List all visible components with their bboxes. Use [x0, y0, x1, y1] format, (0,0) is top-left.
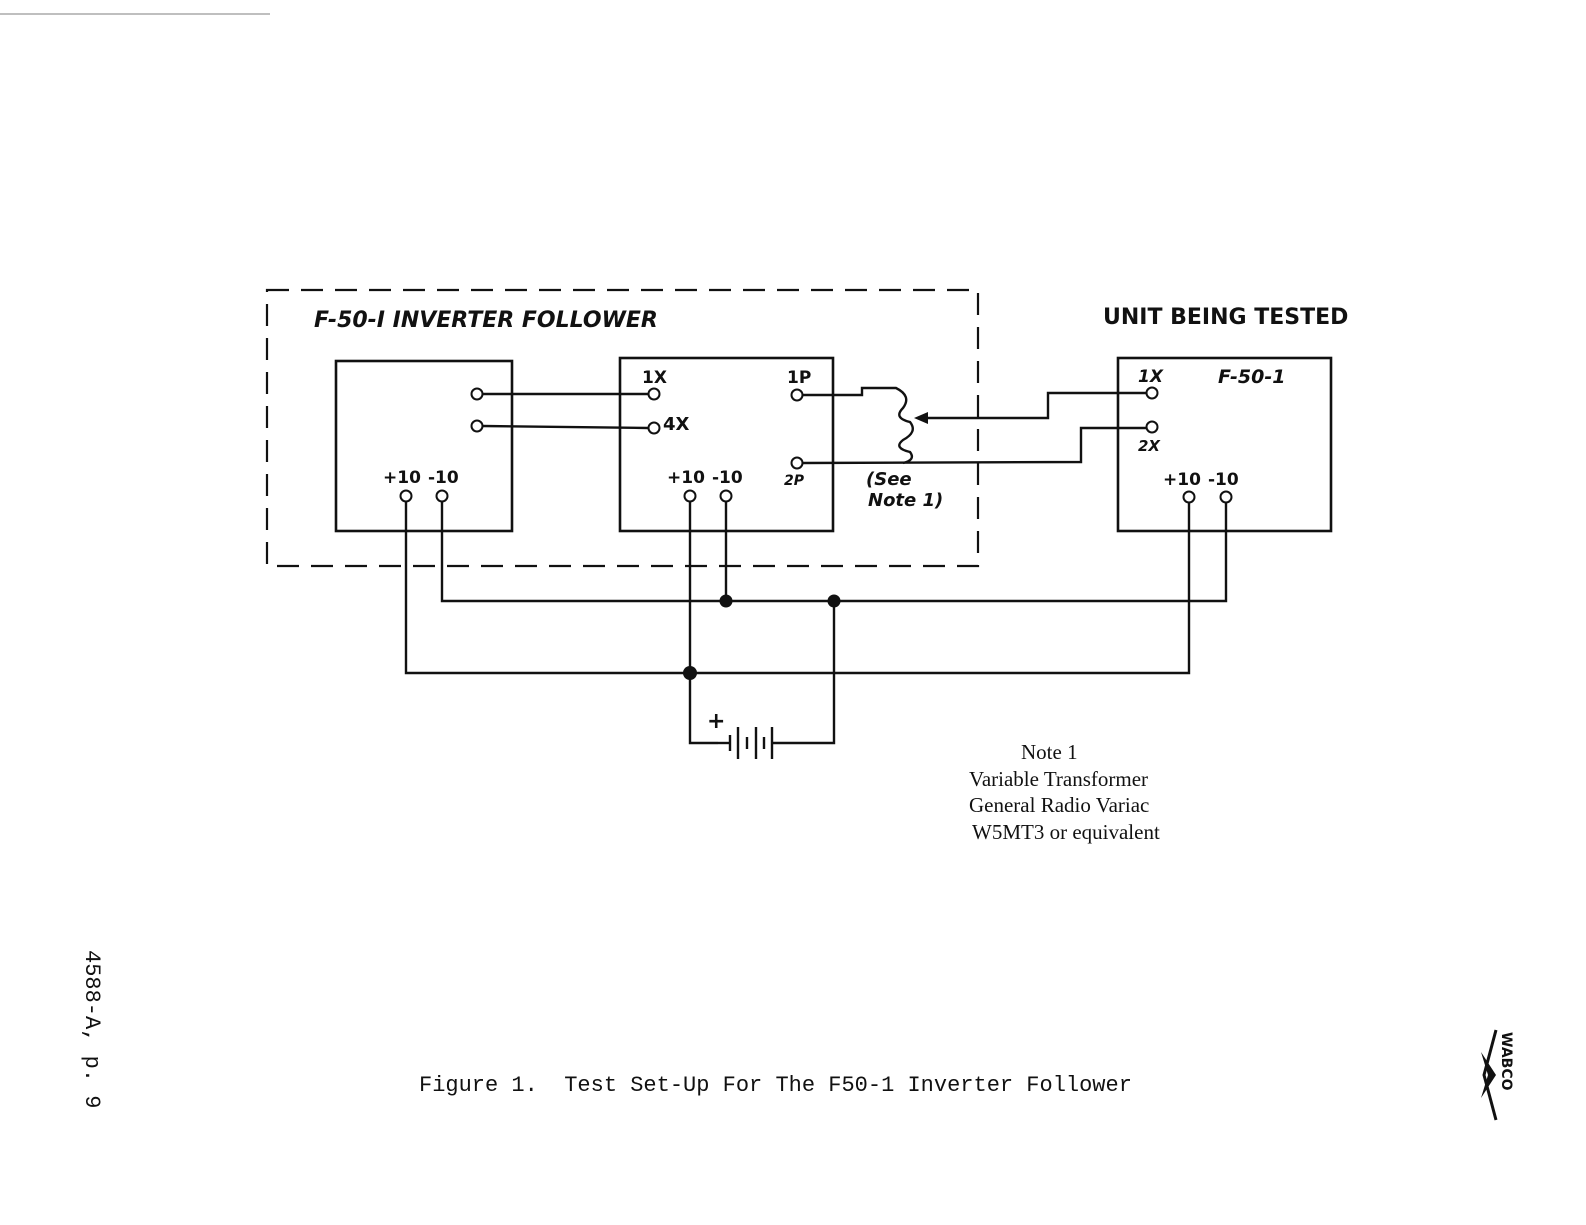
middle-2p-terminal [792, 458, 803, 469]
unit-being-tested-title: UNIT BEING TESTED [1103, 305, 1348, 330]
unit-1x-label: 1X [1138, 367, 1164, 387]
middle-minus-label: -10 [712, 468, 743, 488]
svg-text:WABCO: WABCO [1498, 1032, 1514, 1091]
page-reference: 4588-A, p. 9 [79, 950, 104, 1108]
unit-2x-label: 2X [1138, 437, 1161, 455]
note-heading: Note 1 [1021, 740, 1078, 764]
left-output-terminal-top [472, 389, 483, 400]
left-output-terminal-bottom [472, 421, 483, 432]
middle-1p-terminal [792, 390, 803, 401]
wire-unit-1x-to-wiper [928, 393, 1146, 418]
unit-model-label: F-50-1 [1218, 366, 1285, 388]
note-line1: Variable Transformer [969, 767, 1148, 791]
unit-1x-terminal [1147, 388, 1158, 399]
unit-minus-label: -10 [1208, 470, 1239, 490]
unit-plus-label: +10 [1163, 470, 1201, 490]
wire-middle-plus-down [690, 502, 718, 743]
see-note-line1: (See [866, 469, 912, 490]
unit-minus-terminal [1221, 492, 1232, 503]
variable-transformer-wiper-arrow [914, 412, 928, 424]
battery-plus-label: + [707, 709, 725, 734]
middle-minus-terminal [721, 491, 732, 502]
middle-1p-label: 1P [787, 368, 811, 388]
left-module-box [336, 361, 512, 531]
middle-1x-label: 1X [642, 368, 667, 388]
variable-transformer-coil [803, 388, 913, 463]
figure-caption: Figure 1. Test Set-Up For The F50-1 Inve… [419, 1073, 1132, 1098]
junction-plus-middle [683, 666, 697, 680]
note-line2: General Radio Variac [969, 793, 1149, 817]
middle-2p-label: 2P [784, 473, 805, 489]
left-minus-label: -10 [428, 468, 459, 488]
junction-minus-middle [720, 595, 733, 608]
unit-plus-terminal [1184, 492, 1195, 503]
note-line3: W5MT3 or equivalent [972, 820, 1160, 844]
left-minus-terminal [437, 491, 448, 502]
junction-minus-battery [828, 595, 841, 608]
battery-symbol [718, 727, 772, 759]
wire-left-to-4x [483, 426, 648, 428]
wabco-logo-icon: WABCO [1481, 1030, 1514, 1120]
middle-plus-terminal [685, 491, 696, 502]
wire-unit-2x-to-2p [803, 428, 1146, 463]
unit-2x-terminal [1147, 422, 1158, 433]
middle-4x-terminal [649, 423, 660, 434]
middle-4x-label: 4X [663, 414, 690, 435]
middle-1x-terminal [649, 389, 660, 400]
see-note-line2: Note 1) [868, 490, 943, 511]
middle-plus-label: +10 [667, 468, 705, 488]
left-plus-label: +10 [383, 468, 421, 488]
inverter-follower-title: F-50-I INVERTER FOLLOWER [314, 308, 658, 333]
wire-left-plus-down [406, 502, 1189, 673]
left-plus-terminal [401, 491, 412, 502]
